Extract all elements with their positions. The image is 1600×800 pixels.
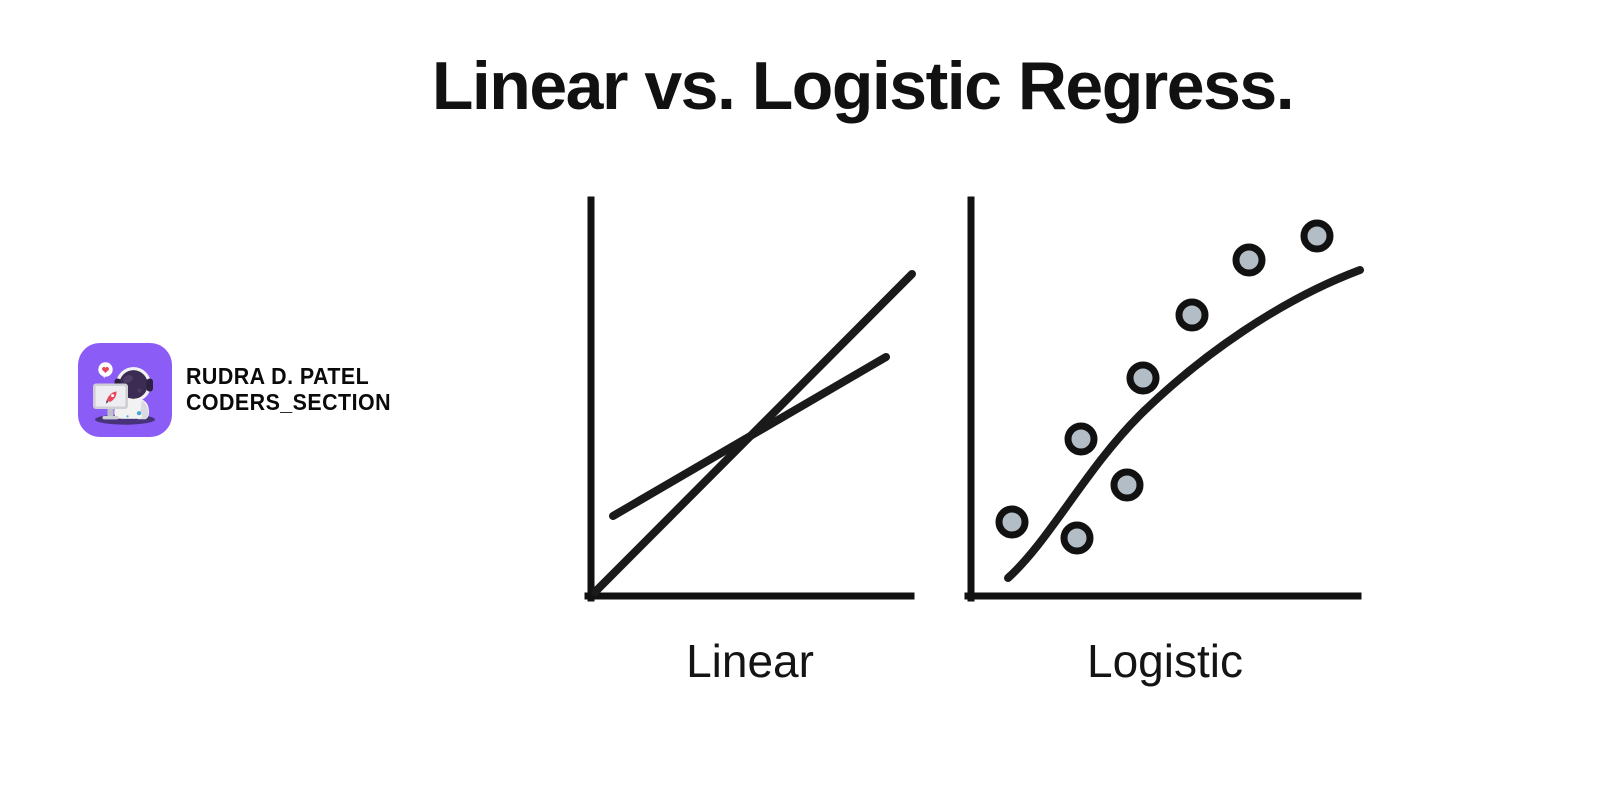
heart-bubble-icon — [98, 362, 113, 379]
logistic-series-fit-curve — [1004, 266, 1364, 582]
scatter-point — [995, 505, 1029, 539]
logistic-scatter-points — [995, 219, 1334, 555]
scatter-point — [1064, 422, 1098, 456]
monitor-icon — [93, 383, 128, 420]
linear-series-shallow-fit-line — [609, 353, 890, 520]
page-title: Linear vs. Logistic Regress. — [431, 48, 1295, 124]
astronaut-figure — [114, 367, 153, 420]
keyboard-icon — [119, 411, 142, 419]
brand-handle: CODERS_SECTION — [186, 389, 392, 415]
scatter-point — [1060, 521, 1094, 555]
scatter-point — [1232, 243, 1266, 277]
chart-logistic — [964, 196, 1364, 602]
scatter-point — [1126, 361, 1160, 395]
scatter-point — [1300, 219, 1334, 253]
brand-name: RUDRA D. PATEL — [186, 363, 370, 390]
chart-caption-logistic: Logistic — [1087, 635, 1243, 687]
scatter-point — [1110, 468, 1144, 502]
brand-watermark: RUDRA D. PATEL CODERS_SECTION — [78, 343, 406, 437]
brand-text: RUDRA D. PATEL CODERS_SECTION — [186, 363, 406, 416]
chart-linear — [584, 196, 916, 602]
linear-series-steep-fit-line — [591, 270, 916, 596]
brand-logo — [78, 343, 172, 437]
chart-caption-linear: Linear — [686, 635, 814, 687]
astronaut-computer-icon — [93, 362, 155, 425]
scatter-point — [1175, 298, 1209, 332]
